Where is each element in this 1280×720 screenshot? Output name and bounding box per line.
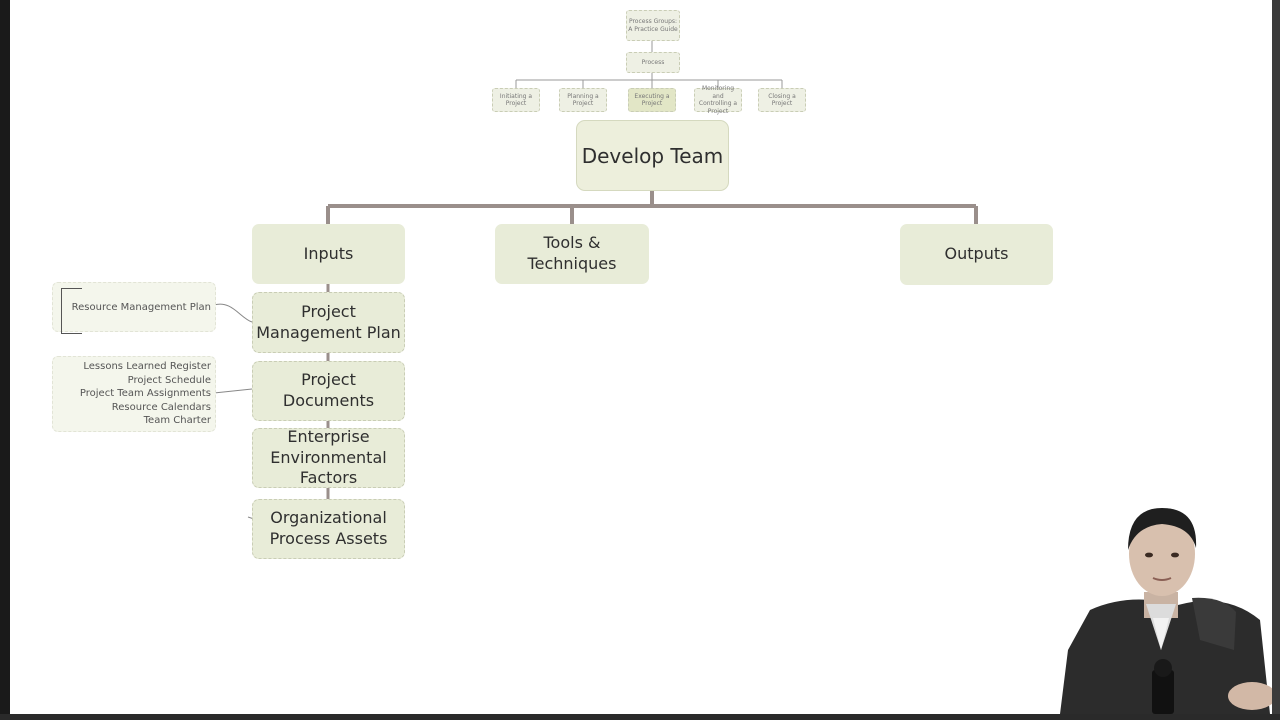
closing-group-box: Closing a Project — [758, 88, 806, 112]
presenter-video — [1050, 500, 1272, 714]
planning-group-box: Planning a Project — [559, 88, 607, 112]
outputs-box: Outputs — [900, 224, 1053, 285]
planning-group-label: Planning a Project — [567, 92, 599, 108]
documents-details-list: Lessons Learned Register Project Schedul… — [53, 360, 211, 428]
project-documents-box: Project Documents — [252, 361, 405, 421]
enterprise-environmental-factors-box: Enterprise Environmental Factors — [252, 426, 405, 488]
list-item: Project Schedule — [127, 374, 211, 386]
documents-details-note: Lessons Learned Register Project Schedul… — [52, 356, 216, 432]
bracket-annotation — [61, 288, 82, 334]
monitoring-group-label: Monitoring and Controlling a Project — [698, 85, 738, 115]
list-item: Lessons Learned Register — [83, 361, 211, 372]
initiating-group-label: Initiating a Project — [499, 92, 533, 108]
list-item: Team Charter — [143, 415, 211, 426]
process-groups-guide-label: Process Groups: A Practice Guide — [628, 18, 678, 33]
tools-techniques-label: Tools & Techniques — [527, 233, 617, 273]
bottom-edge-bar — [0, 714, 1280, 720]
inputs-box: Inputs — [252, 224, 405, 284]
monitoring-group-box: Monitoring and Controlling a Project — [694, 85, 742, 115]
inputs-label: Inputs — [303, 243, 354, 263]
executing-group-box: Executing a Project — [628, 88, 676, 112]
develop-team-box: Develop Team — [576, 120, 729, 191]
list-item: Project Team Assignments — [79, 388, 211, 399]
connector-lines — [213, 41, 978, 520]
outputs-label: Outputs — [944, 244, 1009, 264]
process-box: Process — [626, 52, 680, 73]
slide-canvas: Process Groups: A Practice Guide Process… — [10, 0, 1272, 714]
organizational-process-assets-box: Organizational Process Assets — [252, 499, 405, 559]
process-label: Process — [641, 58, 665, 66]
list-item: Resource Management Plan — [71, 302, 211, 313]
tools-techniques-box: Tools & Techniques — [495, 224, 649, 284]
enterprise-environmental-factors-label: Enterprise Environmental Factors — [270, 426, 387, 488]
project-management-plan-box: Project Management Plan — [252, 292, 405, 353]
pmp-details-note: Resource Management Plan — [52, 282, 216, 334]
right-edge-bar — [1272, 0, 1280, 720]
process-groups-guide-box: Process Groups: A Practice Guide — [626, 10, 680, 41]
initiating-group-box: Initiating a Project — [492, 88, 540, 112]
list-item: Resource Calendars — [111, 401, 211, 413]
closing-group-label: Closing a Project — [768, 92, 796, 108]
develop-team-title: Develop Team — [581, 143, 724, 168]
executing-group-label: Executing a Project — [634, 92, 670, 108]
organizational-process-assets-label: Organizational Process Assets — [269, 508, 388, 548]
project-management-plan-label: Project Management Plan — [256, 301, 401, 342]
project-documents-label: Project Documents — [282, 370, 375, 410]
pmp-details-list: Resource Management Plan — [53, 301, 211, 315]
